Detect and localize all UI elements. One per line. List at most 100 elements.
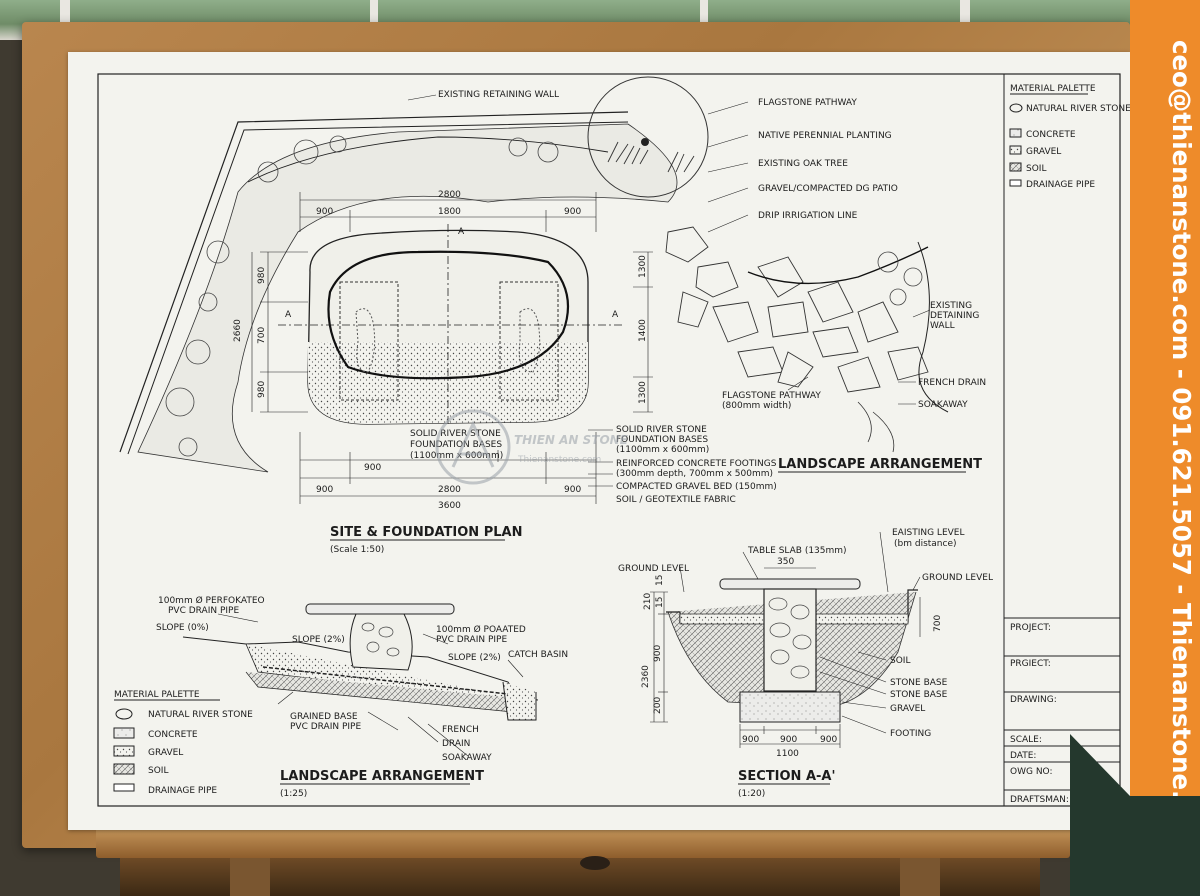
landscape-top: EXISTING DETAINING WALL FRENCH DRAIN SOA… [665, 226, 986, 473]
dim-900c: 900 [820, 735, 837, 745]
section-mark-left: A [285, 310, 292, 320]
dim-900b: 900 [780, 735, 797, 745]
label-french: FRENCH [442, 725, 479, 735]
dim-left-total: 2660 [233, 319, 243, 342]
palette-right-item: NATURAL RIVER STONE [1026, 104, 1130, 114]
corner-accent [1070, 734, 1200, 896]
label-drip: DRIP IRRIGATION LINE [758, 211, 858, 221]
palette-left-item: GRAVEL [148, 748, 183, 758]
plan-title: SITE & FOUNDATION PLAN [330, 525, 522, 540]
label-slab: TABLE SLAB (135mm) [747, 546, 847, 556]
dim-350: 350 [777, 557, 794, 567]
label-flagstone-2: (800mm width) [722, 401, 791, 411]
palette-right-item: GRAVEL [1026, 147, 1061, 157]
label-soakaway: SOAKAWAY [918, 400, 968, 410]
swatch-river-stone [1009, 103, 1023, 113]
landscape-bottom-scale: (1:25) [280, 789, 307, 799]
label-solid-right-3: (1100mm x 600mm) [616, 445, 709, 455]
palette-left: MATERIAL PALETTE NATURAL RIVER STONE CON… [113, 690, 253, 796]
section-aa: 350 900 900 900 1100 210 15 15 900 200 2… [618, 528, 993, 799]
dim-210: 210 [643, 593, 653, 610]
label-existing-2: (bm distance) [894, 539, 957, 549]
label-slope1: SLOPE (0%) [156, 623, 209, 633]
label-pipe2-2: PVC DRAIN PIPE [436, 635, 507, 645]
tb-scale: SCALE: [1010, 735, 1042, 745]
label-gravel: GRAVEL [890, 704, 925, 714]
landscape-bottom-title: LANDSCAPE ARRANGEMENT [280, 769, 484, 784]
tb-date: DATE: [1010, 751, 1036, 761]
oak-tree-icon [587, 76, 709, 198]
landscape-bottom: 100mm Ø PERFOKATEO PVC DRAIN PIPE SLOPE … [156, 595, 568, 799]
dim-left-mid: 700 [257, 327, 267, 344]
palette-right-title: MATERIAL PALETTE [1010, 84, 1096, 94]
swatch-drainage-pipe [113, 783, 135, 792]
label-catch: CATCH BASIN [508, 650, 568, 660]
label-stone2: STONE BASE [890, 690, 948, 700]
swatch-river-stone [115, 708, 133, 720]
palette-left-item: DRAINAGE PIPE [148, 786, 217, 796]
swatch-gravel [1009, 145, 1022, 155]
label-stone1: STONE BASE [890, 678, 948, 688]
contact-text-svg: ceo@thienanstone.com - 091.621.5057 - Th… [1167, 40, 1196, 856]
dim-inner-left: 900 [364, 463, 381, 473]
label-rc-2: (300mm depth, 700mm x 500mm) [616, 469, 773, 479]
label-soakaway-bottom: SOAKAWAY [442, 753, 492, 763]
label-grained-1: GRAINED BASE [290, 712, 358, 722]
label-solid-left-2: FOUNDATION BASES [410, 440, 502, 450]
dim-top-mid: 1800 [438, 207, 461, 217]
dim-top-right: 900 [564, 207, 581, 217]
label-drain: DRAIN [442, 739, 470, 749]
label-gravel-bed: COMPACTED GRAVEL BED (150mm) [616, 482, 777, 492]
label-solid-right-2: FOUNDATION BASES [616, 435, 708, 445]
label-flagstone: FLAGSTONE PATHWAY [758, 98, 857, 108]
label-soil: SOIL [890, 656, 910, 666]
section-mark-right: A [612, 310, 619, 320]
label-ground-left: GROUND LEVEL [618, 564, 689, 574]
label-existing-wall-3: WALL [930, 321, 955, 331]
tb-project2: PRGIECT: [1010, 659, 1051, 669]
label-solid-right-1: SOLID RIVER STONE [616, 425, 707, 435]
dim-right-top: 1300 [638, 255, 648, 278]
easel-ledge [96, 826, 1070, 858]
dim-200: 200 [653, 697, 663, 714]
label-flagstone-1: FLAGSTONE PATHWAY [722, 391, 821, 401]
dim-left-bot: 980 [257, 381, 267, 398]
dim-1100: 1100 [776, 749, 799, 759]
label-existing-wall-1: EXISTING [930, 301, 972, 311]
section-scale: (1:20) [738, 789, 765, 799]
tb-dwg: OWG NO: [1010, 767, 1053, 777]
label-existing-wall-2: DETAINING [930, 311, 979, 321]
label-slope2: SLOPE (2%) [292, 635, 345, 645]
contact-text[interactable]: ceo@thienanstone.com - 091.621.5057 - Th… [1167, 40, 1196, 856]
contact-sidebar: ceo@thienanstone.com - 091.621.5057 - Th… [1130, 0, 1200, 896]
watermark: THIEN AN STONE Thienanstone.com [435, 409, 629, 485]
swatch-drainage-pipe [1009, 179, 1022, 187]
label-french-drain: FRENCH DRAIN [918, 378, 986, 388]
label-pipe1-2: PVC DRAIN PIPE [168, 606, 239, 616]
label-existing-wall: EXISTING RETAINING WALL [438, 90, 559, 100]
drawing-sheet: PROJECT: PRGIECT: DRAWING: SCALE: DATE: … [68, 52, 1131, 830]
swatch-concrete [1009, 128, 1022, 138]
window-frame [700, 0, 708, 40]
easel-leg [230, 858, 270, 896]
palette-right: MATERIAL PALETTE NATURAL RIVER STONE CON… [1009, 84, 1131, 190]
dim-900a: 900 [742, 735, 759, 745]
tb-project: PROJECT: [1010, 623, 1051, 633]
label-native: NATIVE PERENNIAL PLANTING [758, 131, 892, 141]
dim-900v: 900 [653, 645, 663, 662]
dim-700: 700 [933, 615, 943, 632]
label-pipe2-1: 100mm Ø POAATED [436, 624, 526, 635]
dim-15b: 15 [655, 597, 665, 608]
label-solid-left-1: SOLID RIVER STONE [410, 429, 501, 439]
label-oak: EXISTING OAK TREE [758, 159, 848, 169]
palette-left-title: MATERIAL PALETTE [114, 690, 200, 700]
easel-leg [900, 858, 940, 896]
label-ground-right: GROUND LEVEL [922, 573, 993, 583]
swatch-concrete [113, 727, 135, 739]
dim-bottom-total: 2800 [438, 485, 461, 495]
tb-draftsman: DRAFTSMAN: [1010, 795, 1069, 805]
palette-right-item: SOIL [1026, 164, 1046, 174]
drawing-border [97, 73, 1121, 807]
title-block: PROJECT: PRGIECT: DRAWING: SCALE: DATE: … [1004, 617, 1120, 805]
label-pipe1-1: 100mm Ø PERFOKATEO [158, 595, 265, 606]
